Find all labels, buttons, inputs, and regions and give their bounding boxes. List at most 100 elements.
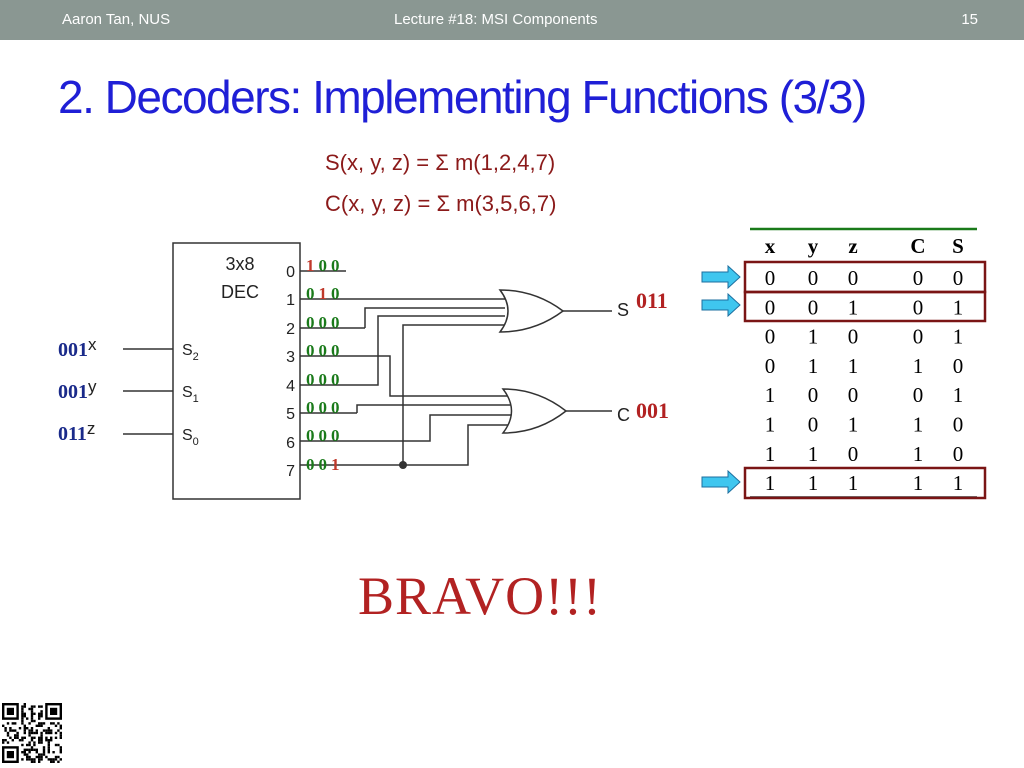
truth-table-cell: 0	[808, 383, 819, 407]
wire-c-m7	[403, 424, 508, 466]
truth-table-cell: 0	[953, 442, 964, 466]
truth-table-cell: 0	[808, 266, 819, 290]
arrow-right-icon	[701, 292, 741, 318]
truth-table-header-cell: S	[952, 234, 964, 258]
c-output-label: C	[617, 405, 630, 425]
select-label-s2: S2	[182, 342, 199, 363]
truth-table-cell: 1	[808, 442, 819, 466]
truth-table-cell: 1	[913, 471, 924, 495]
wire-c-m6	[300, 414, 512, 442]
slide-title: 2. Decoders: Implementing Functions (3/3…	[58, 71, 867, 123]
input-y: 001y	[58, 377, 97, 403]
output-number: 1	[286, 292, 295, 309]
truth-table-header-cell: x	[765, 234, 776, 258]
truth-table-cell: 1	[765, 383, 776, 407]
or-gate-s	[498, 289, 565, 333]
truth-table-cell: 0	[953, 413, 964, 437]
decoder-name: DEC	[221, 282, 259, 302]
sigma-symbol: Σ	[436, 191, 451, 216]
input-x: 001x	[58, 335, 97, 361]
truth-table-cell: 0	[848, 325, 859, 349]
highlight-row-1	[743, 290, 987, 323]
output-number: 4	[286, 378, 295, 395]
bravo-text: BRAVO!!!	[358, 566, 603, 626]
truth-table-cell: 0	[848, 383, 859, 407]
header-page-number: 15	[961, 11, 978, 28]
equation-c: C(x, y, z) = Σ m(3,5,6,7)	[325, 191, 556, 217]
sigma-symbol: Σ	[435, 150, 449, 175]
truth-table-cell: 1	[913, 413, 924, 437]
s-output-value: 011	[636, 288, 668, 313]
header-bar: Aaron Tan, NUS Lecture #18: MSI Componen…	[0, 0, 1024, 40]
junction-dot	[399, 461, 407, 469]
arrow-right-icon	[701, 469, 741, 495]
truth-table-header-cell: C	[910, 234, 925, 258]
truth-table-cell: 0	[848, 266, 859, 290]
truth-table-cell: 1	[953, 471, 964, 495]
truth-table-cell: 0	[808, 413, 819, 437]
truth-table-cell: 1	[848, 413, 859, 437]
truth-table-cell: 0	[913, 325, 924, 349]
truth-table-cell: 0	[765, 325, 776, 349]
input-z: 011z	[58, 419, 95, 445]
truth-table-cell: 0	[765, 295, 776, 319]
truth-table-cell: 0	[765, 354, 776, 378]
equation-c-lhs: C(x, y, z) =	[325, 191, 437, 216]
truth-table-cell: 1	[848, 295, 859, 319]
header-lecture: Lecture #18: MSI Components	[394, 11, 598, 28]
arrow-right-icon	[701, 264, 741, 290]
header-author: Aaron Tan, NUS	[62, 11, 171, 28]
wire-s-m7	[300, 324, 505, 466]
equation-s: S(x, y, z) = Σ m(1,2,4,7)	[325, 150, 555, 176]
truth-table-cell: 1	[765, 442, 776, 466]
wire-c-m5	[356, 404, 512, 413]
truth-table-cell: 0	[953, 266, 964, 290]
output-number: 6	[286, 435, 295, 452]
truth-table-cell: 1	[808, 325, 819, 349]
truth-table-cell: 0	[913, 383, 924, 407]
highlight-row-0	[743, 260, 987, 294]
select-label-s0: S0	[182, 427, 199, 448]
decoder-name: 3x8	[225, 254, 254, 274]
truth-table-cell: 0	[953, 354, 964, 378]
truth-table-cell: 1	[913, 354, 924, 378]
highlight-row-7	[743, 466, 987, 500]
truth-table-cell: 0	[765, 266, 776, 290]
truth-table-cell: 1	[765, 413, 776, 437]
truth-table-header: x y z C S	[765, 234, 964, 258]
truth-table-cell: 1	[765, 471, 776, 495]
truth-table-header-cell: y	[808, 234, 819, 258]
c-output-value: 001	[636, 398, 669, 423]
output-number: 3	[286, 349, 295, 366]
equation-c-rhs: m(3,5,6,7)	[450, 191, 557, 216]
select-label-s1: S1	[182, 384, 199, 405]
equation-s-rhs: m(1,2,4,7)	[448, 150, 556, 175]
s-output-label: S	[617, 300, 629, 320]
wire-s-m4	[300, 315, 505, 386]
truth-table-cell: 1	[953, 383, 964, 407]
equation-s-lhs: S(x, y, z) =	[325, 150, 436, 175]
or-gate-c	[501, 388, 568, 434]
truth-table-cell: 1	[953, 325, 964, 349]
wire-s-m2	[364, 307, 505, 328]
output-number: 0	[286, 264, 295, 281]
truth-table-cell: 1	[808, 354, 819, 378]
truth-table-cell: 1	[953, 295, 964, 319]
output-number: 7	[286, 463, 295, 480]
output-number: 2	[286, 321, 295, 338]
output-number: 5	[286, 406, 295, 423]
truth-table-cell: 1	[848, 471, 859, 495]
truth-table-cell: 1	[808, 471, 819, 495]
truth-table-header-cell: z	[848, 234, 857, 258]
truth-table-cell: 0	[808, 295, 819, 319]
